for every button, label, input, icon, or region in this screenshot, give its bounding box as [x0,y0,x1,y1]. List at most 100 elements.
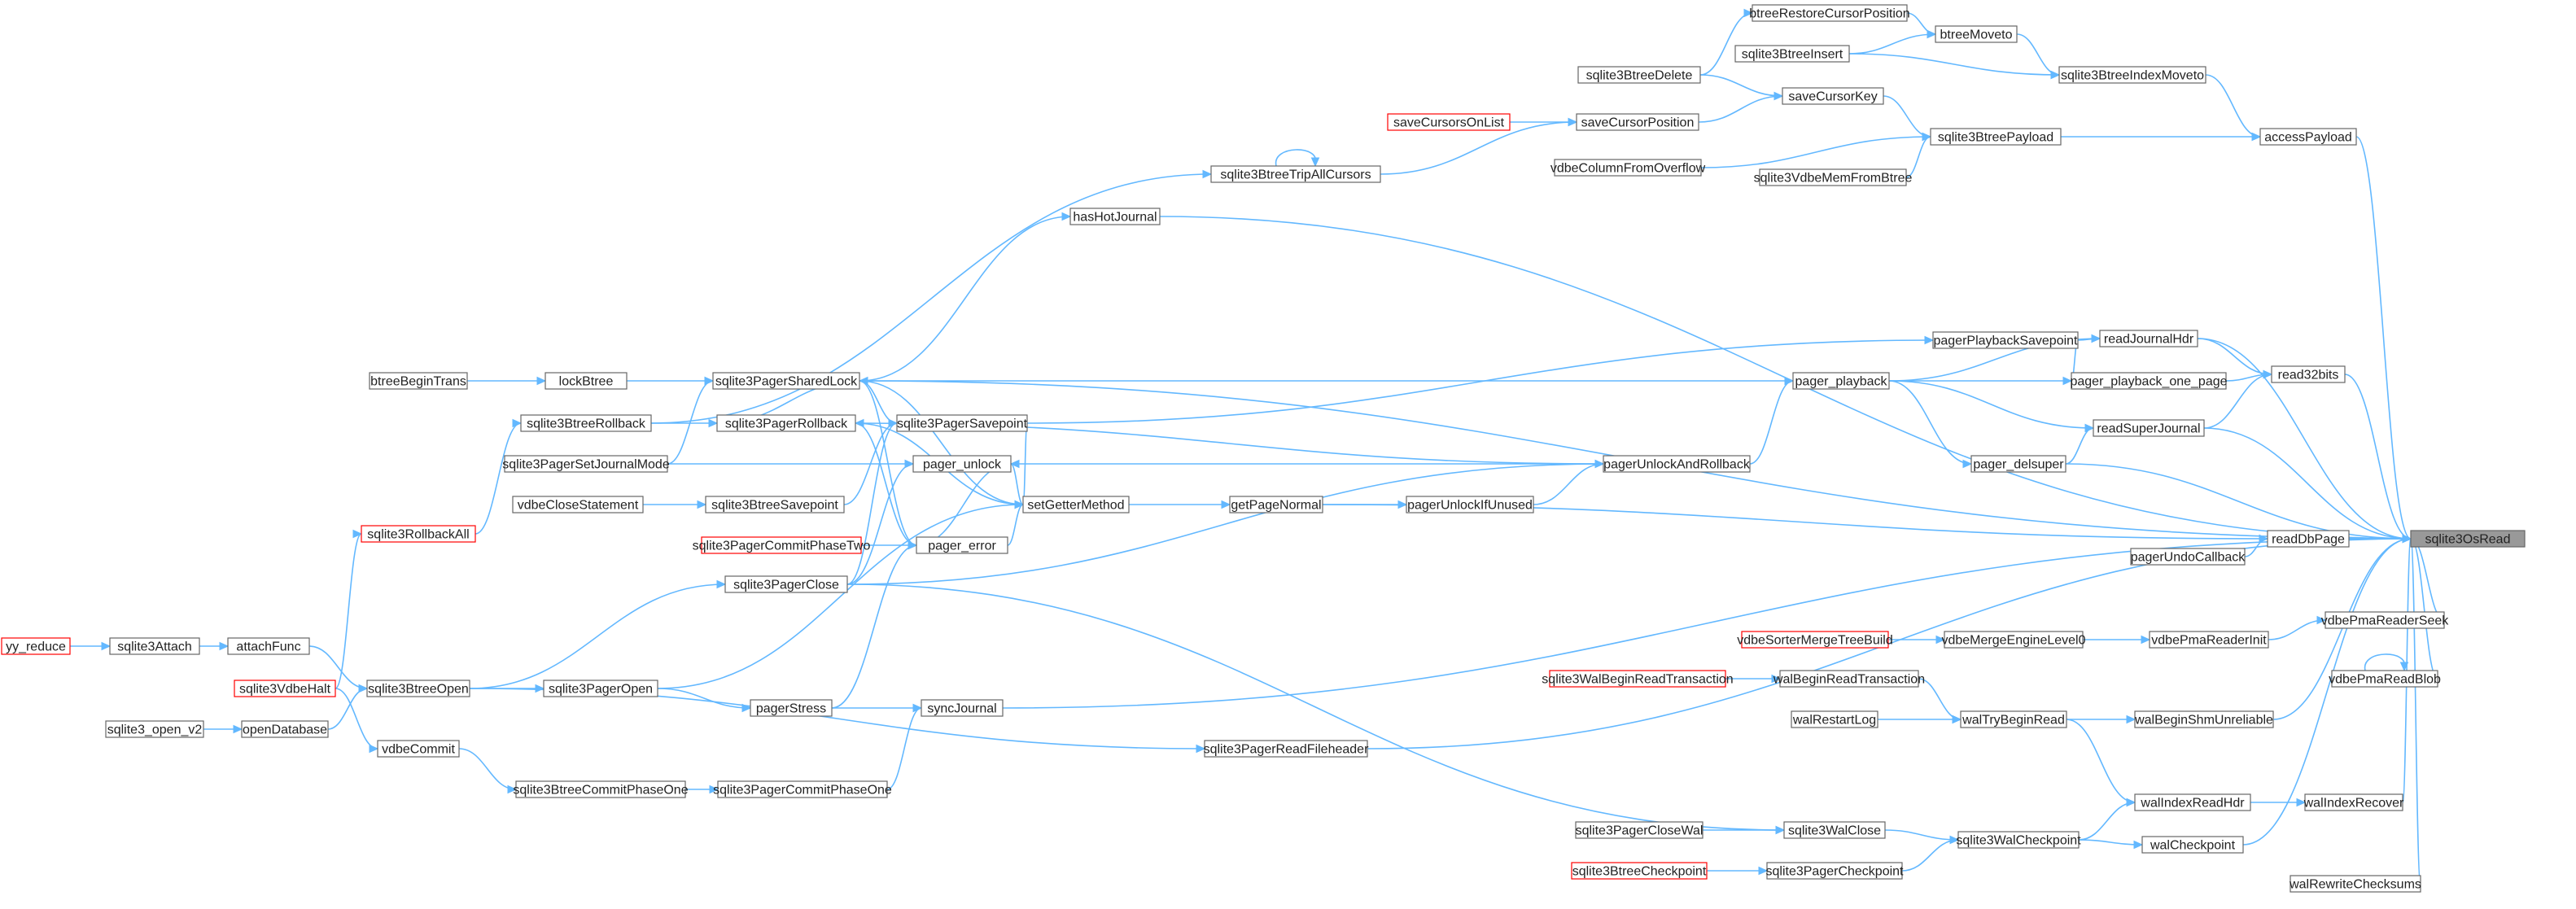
node-sqlite3Attach[interactable]: sqlite3Attach [109,637,200,655]
node-openDatabase[interactable]: openDatabase [241,720,329,738]
edge-sqlite3RollbackAll-to-sqlite3BtreeRollback [475,422,522,535]
node-attachFunc[interactable]: attachFunc [227,637,310,655]
node-box [1204,740,1368,758]
node-vdbeColumnFromOverflow[interactable]: vdbeColumnFromOverflow [1550,159,1706,177]
node-saveCursorsOnList[interactable]: saveCursorsOnList [1387,113,1511,131]
node-vdbePmaReaderInit[interactable]: vdbePmaReaderInit [2149,631,2269,649]
node-sqlite3PagerClose[interactable]: sqlite3PagerClose [724,575,848,593]
node-sqlite3PagerRollback[interactable]: sqlite3PagerRollback [716,414,856,432]
node-pagerUnlockIfUnused[interactable]: pagerUnlockIfUnused [1406,496,1534,513]
node-btreeMoveto[interactable]: btreeMoveto [1935,25,2018,43]
node-sqlite3BtreeIndexMoveto[interactable]: sqlite3BtreeIndexMoveto [2058,66,2206,84]
node-sqlite3WalCheckpoint[interactable]: sqlite3WalCheckpoint [1956,831,2081,849]
node-sqlite3OsRead[interactable]: sqlite3OsRead [2410,530,2526,548]
node-saveCursorKey[interactable]: saveCursorKey [1782,87,1884,105]
node-vdbeCommit[interactable]: vdbeCommit [377,740,460,758]
node-label: walTryBeginRead [1962,714,2065,728]
node-vdbePmaReaderSeek[interactable]: vdbePmaReaderSeek [2321,611,2450,629]
node-sqlite3PagerSharedLock[interactable]: sqlite3PagerSharedLock [712,372,860,390]
node-box [1575,821,1703,839]
node-pagerStress[interactable]: pagerStress [750,699,833,717]
node-readDbPage[interactable]: readDbPage [2267,530,2350,548]
node-pager_playback_one_page[interactable]: pager_playback_one_page [2070,372,2228,390]
node-walIndexReadHdr[interactable]: walIndexReadHdr [2134,793,2251,811]
node-sqlite3WalClose[interactable]: sqlite3WalClose [1783,821,1886,839]
node-box [1752,4,1908,22]
node-sqlite3PagerCommitPhaseTwo[interactable]: sqlite3PagerCommitPhaseTwo [693,536,871,554]
node-sqlite3BtreeCheckpoint[interactable]: sqlite3BtreeCheckpoint [1571,862,1708,880]
node-sqlite3PagerSavepoint[interactable]: sqlite3PagerSavepoint [896,414,1028,432]
node-saveCursorPosition[interactable]: saveCursorPosition [1576,113,1699,131]
node-walBeginReadTransaction[interactable]: walBeginReadTransaction [1773,670,1925,688]
node-label: sqlite3PagerClose [733,579,839,592]
node-walRewriteChecksums[interactable]: walRewriteChecksums [2289,875,2421,893]
edge-sqlite3PagerSharedLock-to-setGetterMethod [859,380,1024,505]
node-walCheckpoint[interactable]: walCheckpoint [2141,836,2244,854]
node-vdbePmaReadBlob[interactable]: vdbePmaReadBlob [2329,670,2441,688]
node-label: sqlite3BtreeInsert [1742,48,1843,62]
node-sqlite3BtreePayload[interactable]: sqlite3BtreePayload [1930,128,2062,146]
node-sqlite3BtreeDelete[interactable]: sqlite3BtreeDelete [1577,66,1701,84]
node-read32bits[interactable]: read32bits [2271,365,2346,383]
node-box [512,496,644,513]
node-hasHotJournal[interactable]: hasHotJournal [1069,208,1161,225]
node-vdbeSorterMergeTreeBuild[interactable]: vdbeSorterMergeTreeBuild [1737,631,1893,649]
node-sqlite3RollbackAll[interactable]: sqlite3RollbackAll [361,525,476,543]
node-getPageNormal[interactable]: getPageNormal [1229,496,1323,513]
edge-arrowhead [1310,157,1320,168]
node-sqlite3PagerCheckpoint[interactable]: sqlite3PagerCheckpoint [1766,862,1905,880]
node-sqlite3VdbeMemFromBtree[interactable]: sqlite3VdbeMemFromBtree [1754,168,1913,186]
node-pagerUndoCallback[interactable]: pagerUndoCallback [2130,548,2246,566]
node-lockBtree[interactable]: lockBtree [545,372,628,390]
node-sqlite3_open_v2[interactable]: sqlite3_open_v2 [105,720,204,738]
node-box [750,699,833,717]
node-sqlite3WalBeginReadTransaction[interactable]: sqlite3WalBeginReadTransaction [1542,670,1734,688]
node-pagerUnlockAndRollback[interactable]: pagerUnlockAndRollback [1603,455,1751,473]
edge-arrowhead [101,641,112,651]
edge-arrowhead [1202,169,1213,179]
node-sqlite3BtreeRollback[interactable]: sqlite3BtreeRollback [520,414,652,432]
node-btreeBeginTrans[interactable]: btreeBeginTrans [369,372,468,390]
node-sqlite3BtreeCommitPhaseOne[interactable]: sqlite3BtreeCommitPhaseOne [513,780,689,798]
node-walBeginShmUnreliable[interactable]: walBeginShmUnreliable [2134,710,2274,728]
node-sqlite3PagerSetJournalMode[interactable]: sqlite3PagerSetJournalMode [502,455,670,473]
edge-readJournalHdr-to-sqlite3OsRead [2197,338,2412,540]
node-pager_error[interactable]: pager_error [916,536,1008,554]
call-graph-nodes: sqlite3OsRead accessPayload read32bits read… [1,4,2526,893]
node-sqlite3BtreeInsert[interactable]: sqlite3BtreeInsert [1734,45,1850,63]
node-box [1930,128,2062,146]
node-sqlite3PagerReadFileheader[interactable]: sqlite3PagerReadFileheader [1204,740,1369,758]
node-sqlite3VdbeHalt[interactable]: sqlite3VdbeHalt [234,680,336,697]
node-label: walBeginReadTransaction [1773,673,1925,687]
node-vdbeMergeEngineLevel0[interactable]: vdbeMergeEngineLevel0 [1941,631,2086,649]
node-sqlite3BtreeOpen[interactable]: sqlite3BtreeOpen [366,680,470,697]
node-pager_unlock[interactable]: pager_unlock [912,455,1012,473]
node-walRestartLog[interactable]: walRestartLog [1791,710,1878,728]
node-box [2304,793,2403,811]
node-syncJournal[interactable]: syncJournal [921,699,1004,717]
node-box [716,414,856,432]
node-readJournalHdr[interactable]: readJournalHdr [2099,330,2198,347]
node-accessPayload[interactable]: accessPayload [2259,128,2357,146]
node-sqlite3PagerCommitPhaseOne[interactable]: sqlite3PagerCommitPhaseOne [713,780,892,798]
node-pager_delsuper[interactable]: pager_delsuper [1970,455,2066,473]
node-readSuperJournal[interactable]: readSuperJournal [2093,419,2205,437]
node-btreeRestoreCursorPosition[interactable]: btreeRestoreCursorPosition [1749,4,1910,22]
node-sqlite3BtreeSavepoint[interactable]: sqlite3BtreeSavepoint [705,496,845,513]
node-pager_playback[interactable]: pager_playback [1792,372,1890,390]
node-yy_reduce[interactable]: yy_reduce [1,637,71,655]
node-sqlite3PagerCloseWal[interactable]: sqlite3PagerCloseWal [1575,821,1703,839]
node-label: readSuperJournal [2097,422,2200,436]
node-vdbeCloseStatement[interactable]: vdbeCloseStatement [512,496,644,513]
node-pagerPlaybackSavepoint[interactable]: pagerPlaybackSavepoint [1932,331,2079,349]
node-walIndexRecover[interactable]: walIndexRecover [2303,793,2404,811]
node-sqlite3BtreeTripAllCursors[interactable]: sqlite3BtreeTripAllCursors [1210,165,1381,183]
node-box [1577,66,1701,84]
edge-vdbePmaReaderSeek-to-sqlite3OsRead [2410,538,2445,621]
node-sqlite3PagerOpen[interactable]: sqlite3PagerOpen [543,680,658,697]
edge-sqlite3PagerCheckpoint-to-sqlite3WalCheckpoint [1901,839,1959,872]
node-label: openDatabase [243,723,327,737]
node-setGetterMethod[interactable]: setGetterMethod [1022,496,1130,513]
node-box [109,637,200,655]
node-walTryBeginRead[interactable]: walTryBeginRead [1960,710,2067,728]
